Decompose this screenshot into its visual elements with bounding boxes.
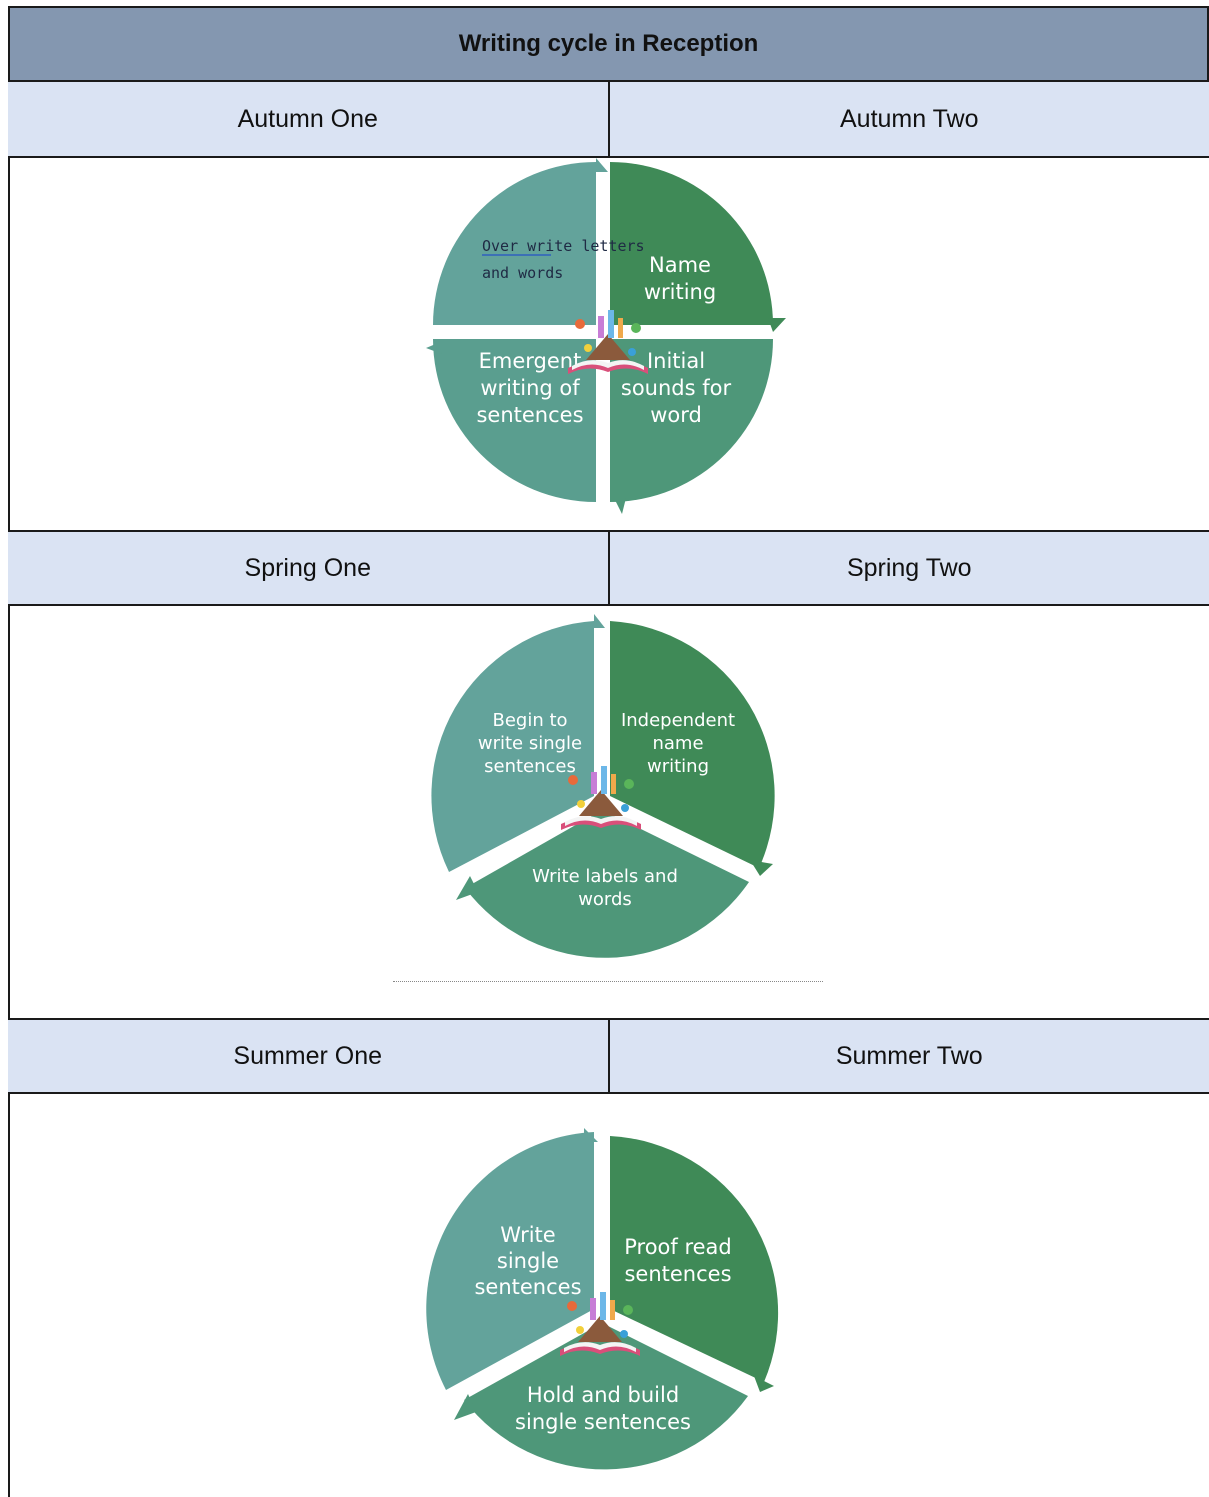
autumn-top-right-text-1: Name (649, 253, 711, 277)
autumn-two-header: Autumn Two (609, 82, 1209, 156)
autumn-cycle-cell: Over write letters and words Name writin… (8, 158, 1209, 530)
table-title: Writing cycle in Reception (8, 6, 1209, 82)
spring-left-text-3: sentences (484, 756, 576, 777)
spring-segment-left (431, 621, 594, 872)
summer-left-text-3: sentences (474, 1275, 581, 1299)
summer-one-header: Summer One (8, 1020, 610, 1092)
spring-right-text-3: writing (647, 756, 709, 777)
summer-cycle-cell: Write single sentences Proof read senten… (8, 1094, 1209, 1497)
summer-left-text-1: Write (500, 1223, 555, 1247)
spring-cycle-cell: Begin to write single sentences Independ… (8, 606, 1209, 1018)
dotted-divider (393, 981, 823, 982)
autumn-cycle-diagram: Over write letters and words Name writin… (426, 158, 786, 514)
spring-arrow-left (456, 876, 478, 900)
autumn-header-row: Autumn One Autumn Two (8, 82, 1209, 158)
autumn-segment-top-right (610, 162, 773, 325)
autumn-arrow-right (768, 318, 786, 332)
spring-segment-bottom (465, 810, 749, 958)
autumn-bottom-left-text-1: Emergent (479, 349, 582, 373)
spring-arrow-top (594, 614, 605, 628)
summer-segment-right (610, 1136, 779, 1382)
spring-segment-right (610, 621, 775, 868)
autumn-segment-top-left (433, 162, 596, 325)
spring-header-row: Spring One Spring Two (8, 532, 1209, 606)
autumn-bottom-left-text-2: writing of (480, 376, 580, 400)
autumn-top-left-text-2: and words (482, 264, 563, 282)
spring-bottom-text-2: words (578, 889, 632, 910)
autumn-one-header: Autumn One (8, 82, 610, 156)
spring-left-text-1: Begin to (492, 710, 567, 731)
spring-cycle-diagram: Begin to write single sentences Independ… (431, 614, 775, 958)
storybook-illustration-icon (561, 766, 641, 830)
autumn-arrow-bottom (614, 498, 626, 514)
storybook-illustration-icon (568, 310, 648, 374)
summer-cycle-diagram: Write single sentences Proof read senten… (426, 1128, 779, 1470)
autumn-bottom-right-text-3: word (650, 403, 702, 427)
spring-two-header: Spring Two (609, 532, 1209, 604)
autumn-bottom-right-text-2: sounds for (621, 376, 732, 400)
spring-right-text-1: Independent (621, 710, 735, 731)
summer-right-text-1: Proof read (624, 1235, 732, 1259)
spring-one-header: Spring One (8, 532, 610, 604)
summer-bottom-text-1: Hold and build (527, 1383, 679, 1407)
autumn-top-left-text-1: Over write letters (482, 237, 645, 255)
spring-left-text-2: write single (478, 733, 582, 754)
row-divider (8, 1018, 1209, 1020)
storybook-illustration-icon (560, 1292, 640, 1356)
summer-right-text-2: sentences (624, 1262, 731, 1286)
summer-segment-bottom (464, 1323, 748, 1470)
autumn-bottom-right-text-1: Initial (647, 349, 705, 373)
summer-arrow-top (584, 1128, 598, 1142)
summer-arrow-right (754, 1376, 774, 1392)
spring-arrow-right (750, 860, 773, 876)
spring-right-text-2: name (652, 733, 703, 754)
summer-two-header: Summer Two (609, 1020, 1209, 1092)
autumn-segment-bottom-left (433, 339, 596, 502)
summer-left-text-2: single (497, 1249, 559, 1273)
autumn-bottom-left-text-3: sentences (476, 403, 583, 427)
summer-segment-left (426, 1132, 594, 1390)
autumn-arrow-top (596, 158, 608, 172)
row-divider (8, 530, 1209, 532)
spring-bottom-text-1: Write labels and (532, 866, 678, 887)
autumn-top-right-text-2: writing (644, 280, 716, 304)
autumn-arrow-left (426, 343, 442, 354)
summer-bottom-text-2: single sentences (515, 1410, 691, 1434)
autumn-segment-bottom-right (610, 339, 773, 502)
summer-arrow-left (454, 1394, 476, 1420)
summer-header-row: Summer One Summer Two (8, 1020, 1209, 1094)
